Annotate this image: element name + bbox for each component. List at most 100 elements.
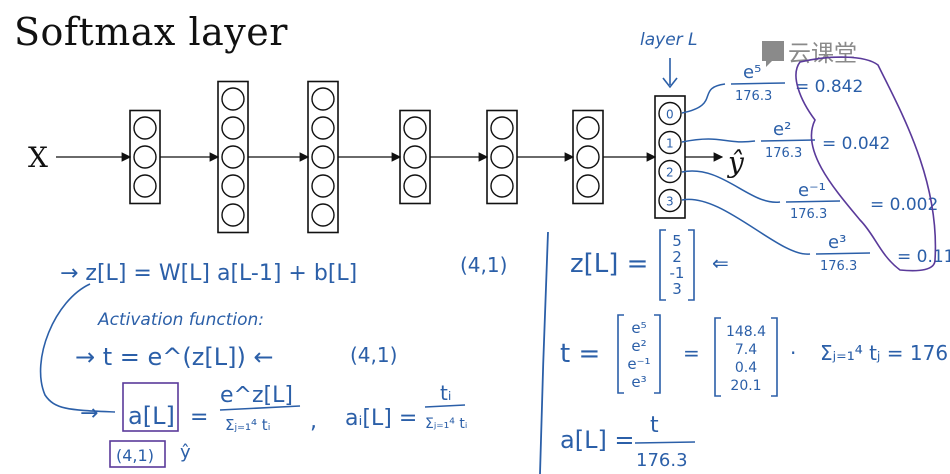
vector-entry: e² — [631, 337, 646, 355]
activation-heading: Activation function: — [97, 310, 264, 330]
output-fraction-bar — [785, 200, 841, 203]
t-equation: → t = e^(z[L]) ← — [75, 343, 274, 371]
neuron — [221, 203, 245, 227]
output-unit-label: 3 — [666, 195, 674, 209]
output-numerator: e² — [773, 119, 791, 140]
a-final-denominator: 176.3 — [636, 450, 688, 471]
neuron — [133, 116, 157, 140]
results-highlight-loop — [795, 56, 937, 272]
output-fraction-bar — [730, 82, 786, 85]
vector-entry: 20.1 — [730, 378, 761, 394]
neuron — [658, 188, 682, 213]
a-final-numerator: t — [650, 413, 659, 438]
output-numerator: e³ — [828, 232, 846, 253]
t-vector-lhs: t = — [560, 339, 600, 369]
neuron — [133, 145, 157, 169]
output-denominator: 176.3 — [820, 259, 857, 274]
down-arrow-icon — [662, 58, 678, 89]
output-yhat-label: ŷ — [726, 146, 745, 179]
z-dimension: (4,1) — [460, 253, 507, 277]
vector-entry: e³ — [631, 373, 646, 391]
yhat-note: ŷ — [180, 442, 191, 463]
neuron — [490, 116, 514, 140]
neuron — [490, 174, 514, 198]
comma: , — [310, 409, 317, 434]
neuron — [221, 116, 245, 140]
vector-entry: -1 — [670, 264, 685, 282]
t-equals: = — [683, 341, 700, 365]
divider-line — [539, 231, 549, 474]
neuron — [133, 174, 157, 198]
neuron — [403, 145, 427, 169]
a-final-fraction-bar — [634, 441, 696, 444]
a-arrow: → — [80, 401, 98, 426]
a-highlight-box — [122, 382, 179, 432]
neuron — [311, 116, 335, 140]
neuron — [311, 145, 335, 169]
a-dimension: (4,1) — [116, 446, 154, 465]
vector-entry: e⁻¹ — [627, 355, 650, 373]
bracket-right — [654, 314, 661, 394]
ai-fraction-bar — [424, 404, 466, 408]
output-fraction-bar — [815, 252, 871, 255]
vector-entry: e⁵ — [631, 319, 646, 337]
vector-entry: 2 — [672, 248, 682, 266]
a-denominator: Σⱼ₌₁⁴ tᵢ — [225, 416, 270, 434]
a-final-lhs: a[L] = — [560, 426, 635, 454]
vector-entry: 7.4 — [735, 342, 757, 358]
output-unit-label: 2 — [666, 166, 674, 180]
output-denominator: 176.3 — [765, 146, 802, 161]
output-numerator: e⁵ — [743, 62, 761, 83]
output-unit-label: 1 — [666, 137, 674, 151]
bracket-left — [617, 314, 624, 394]
output-probability: = 0.002 — [870, 195, 938, 215]
a-lhs: a[L] — [128, 402, 175, 430]
neuron — [221, 174, 245, 198]
vector-entry: 0.4 — [735, 360, 757, 376]
output-denominator: 176.3 — [790, 207, 827, 222]
output-connector — [681, 83, 726, 114]
bracket-left — [714, 317, 721, 397]
output-connector — [681, 170, 781, 203]
output-connector — [681, 198, 811, 255]
ai-numerator: tᵢ — [440, 381, 451, 405]
vector-entry: 5 — [672, 232, 682, 250]
ai-lhs: aᵢ[L] = — [345, 406, 417, 431]
input-x-label: X — [28, 141, 48, 174]
neuron — [490, 145, 514, 169]
vector-entry: 148.4 — [726, 324, 766, 340]
neuron — [221, 87, 245, 111]
a-fraction-bar — [219, 405, 301, 411]
neuron — [576, 145, 600, 169]
neuron — [403, 116, 427, 140]
z-equation: → z[L] = W[L] a[L-1] + b[L] — [60, 261, 357, 286]
dim-highlight-box — [109, 440, 166, 468]
neuron — [658, 159, 682, 184]
z-vector: 52-13 — [659, 229, 695, 301]
t-sum-expression: Σⱼ₌₁⁴ tⱼ = 176.3 — [820, 341, 950, 365]
curved-arrow — [39, 283, 116, 413]
t-dimension: (4,1) — [350, 343, 397, 367]
bracket-right — [771, 317, 778, 397]
z-vector-lhs: z[L] = — [570, 249, 648, 279]
neuron — [658, 101, 682, 126]
output-denominator: 176.3 — [735, 89, 772, 104]
slide-title: Softmax layer — [14, 10, 288, 54]
output-connector — [681, 138, 756, 143]
a-numerator: e^z[L] — [220, 383, 293, 408]
vector-entry: 3 — [672, 280, 682, 298]
neuron — [403, 174, 427, 198]
output-numerator: e⁻¹ — [798, 180, 826, 201]
neuron — [311, 87, 335, 111]
neuron — [311, 203, 335, 227]
z-vector-arrow: ⇐ — [712, 251, 729, 275]
neuron — [221, 145, 245, 169]
bracket-left — [659, 229, 666, 301]
ai-denominator: Σⱼ₌₁⁴ tᵢ — [425, 416, 467, 432]
bracket-right — [688, 229, 695, 301]
watermark-logo-icon — [762, 41, 784, 67]
